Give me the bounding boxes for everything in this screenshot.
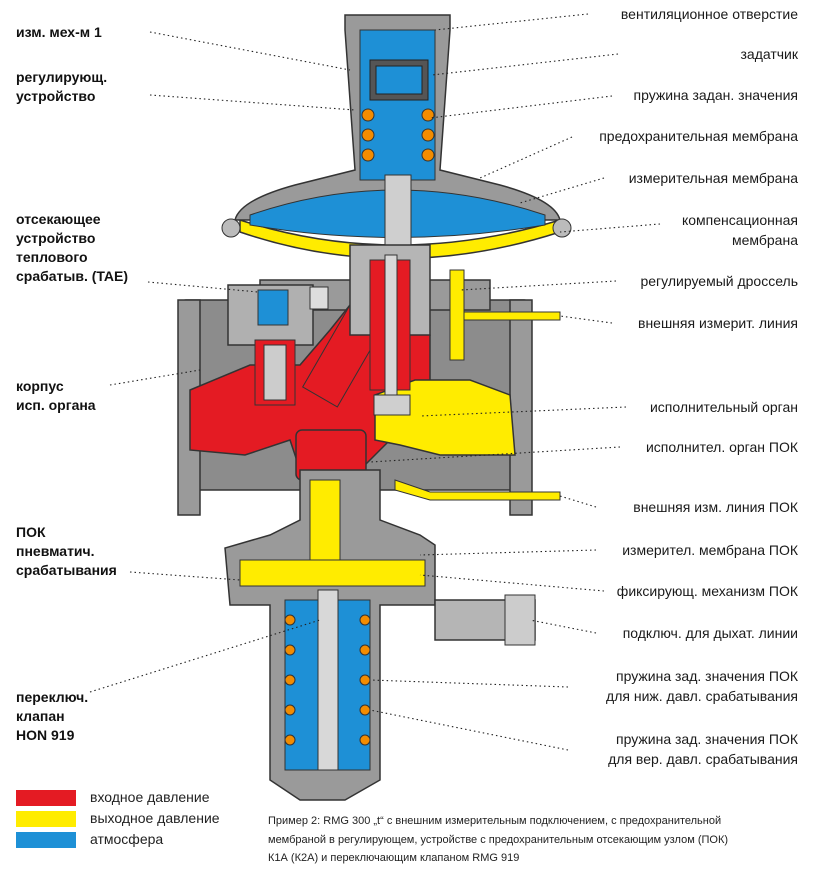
leader-line — [559, 315, 613, 324]
leader-line — [559, 495, 597, 508]
label-line: переключ. — [16, 689, 89, 705]
label-line: пружина задан. значения — [633, 87, 798, 103]
label-line: фиксирующ. механизм ПОК — [616, 583, 798, 599]
label-line: отсекающее — [16, 211, 101, 227]
label-setpoint-spring: пружина задан. значения — [634, 86, 798, 105]
label-line: HON 919 — [16, 727, 75, 743]
label-line: исп. органа — [16, 397, 96, 413]
leader-line — [529, 619, 597, 634]
label-tae: отсекающее устройство теплового срабатыв… — [16, 210, 128, 286]
legend-label: атмосфера — [90, 831, 164, 847]
caption-line: мембраной в регулирующем, устройстве с п… — [268, 833, 729, 846]
label-spring-low: пружина зад. значения ПОК для ниж. давл.… — [606, 666, 798, 706]
leader-line — [429, 95, 613, 119]
label-line: мембрана — [732, 232, 798, 248]
leader-line — [419, 406, 627, 417]
label-line: ПОК — [16, 524, 46, 540]
label-line: клапан — [16, 708, 65, 724]
label-line: предохранительная мембрана — [599, 128, 798, 144]
label-pok: ПОК пневматич. срабатывания — [16, 523, 117, 580]
legend-label: выходное давление — [90, 810, 220, 826]
label-line: устройство — [16, 88, 96, 104]
legend-label: входное давление — [90, 789, 210, 805]
label-line: исполнительный орган — [649, 399, 798, 415]
label-line: устройство — [16, 230, 96, 246]
label-meas-membrane: измерительная мембрана — [629, 169, 798, 188]
leader-line — [559, 223, 661, 233]
leader-line — [149, 94, 356, 111]
label-breath-conn: подключ. для дыхат. линии — [623, 624, 798, 643]
label-setter: задатчик — [740, 45, 798, 64]
label-line: пневматич. — [16, 543, 95, 559]
figure-caption: Пример 2: RMG 300 „t“ с внешним измерите… — [268, 812, 808, 868]
label-line: измерител. мембрана ПОК — [622, 542, 798, 558]
label-line: регулируемый дроссель — [640, 273, 798, 289]
label-line: вентиляционное отверстие — [620, 6, 798, 22]
label-line: срабатывания — [16, 562, 117, 578]
label-line: пружина зад. значения ПОК — [616, 731, 798, 747]
label-fix-mech: фиксирующ. механизм ПОК — [617, 582, 798, 601]
label-line: срабатыв. (TAE) — [16, 268, 129, 284]
leader-line — [369, 679, 569, 688]
legend-swatch — [16, 811, 76, 827]
label-body: корпус исп. органа — [16, 377, 96, 415]
label-line: корпус — [16, 378, 64, 394]
leader-line — [419, 574, 605, 592]
leader-line — [369, 446, 621, 463]
label-actuator: исполнительный орган — [650, 398, 798, 417]
leader-line — [519, 177, 605, 204]
caption-line: Пример 2: RMG 300 „t“ с внешним измерите… — [268, 815, 722, 827]
label-line: измерительная мембрана — [628, 170, 798, 186]
legend-swatch — [16, 790, 76, 806]
label-meas-membrane-pok: измерител. мембрана ПОК — [622, 541, 798, 560]
label-line: компенсационная — [681, 212, 798, 228]
label-regulator: регулирующ. устройство — [16, 68, 107, 106]
pok-housing — [224, 469, 536, 801]
leader-line — [89, 619, 321, 693]
label-line: для вер. давл. срабатывания — [608, 751, 798, 767]
label-line: для ниж. давл. срабатывания — [606, 688, 798, 704]
label-spring-high: пружина зад. значения ПОК для вер. давл.… — [608, 729, 798, 769]
label-line: изм. мех-м 1 — [16, 24, 102, 40]
leader-line — [434, 13, 589, 31]
label-line: регулирующ. — [16, 69, 108, 85]
label-line: подключ. для дыхат. линии — [622, 625, 798, 641]
leader-line — [479, 136, 573, 179]
label-ext-line: внешняя измерит. линия — [638, 314, 798, 333]
legend-swatch — [16, 832, 76, 848]
label-line: внешняя изм. линия ПОК — [633, 499, 798, 515]
leader-line — [419, 549, 597, 556]
leader-line — [431, 53, 619, 76]
label-vent: вентиляционное отверстие — [621, 5, 798, 24]
label-throttle: регулируемый дроссель — [640, 272, 798, 291]
caption-line: К1А (К2А) и переключающим клапаном RMG 9… — [268, 852, 520, 864]
leader-line — [147, 281, 259, 293]
label-actuator-pok: исполнител. орган ПОК — [646, 438, 798, 457]
label-comp-membrane: компенсационная мембрана — [682, 210, 798, 250]
leader-line — [129, 571, 241, 581]
label-switch: переключ. клапан HON 919 — [16, 688, 88, 745]
leader-line — [109, 369, 201, 386]
label-line: внешняя измерит. линия — [638, 315, 798, 331]
label-line: пружина зад. значения ПОК — [616, 668, 798, 684]
label-ext-line-pok: внешняя изм. линия ПОК — [633, 498, 798, 517]
label-meas-mech: изм. мех-м 1 — [16, 23, 102, 42]
label-line: теплового — [16, 249, 88, 265]
leader-line — [369, 709, 569, 751]
label-safety-membrane: предохранительная мембрана — [599, 127, 798, 146]
label-line: задатчик — [740, 46, 798, 62]
leader-line — [459, 280, 617, 291]
leader-line — [149, 31, 351, 71]
central-stem — [349, 174, 431, 416]
label-line: исполнител. орган ПОК — [645, 439, 798, 455]
tae-device — [227, 284, 329, 406]
